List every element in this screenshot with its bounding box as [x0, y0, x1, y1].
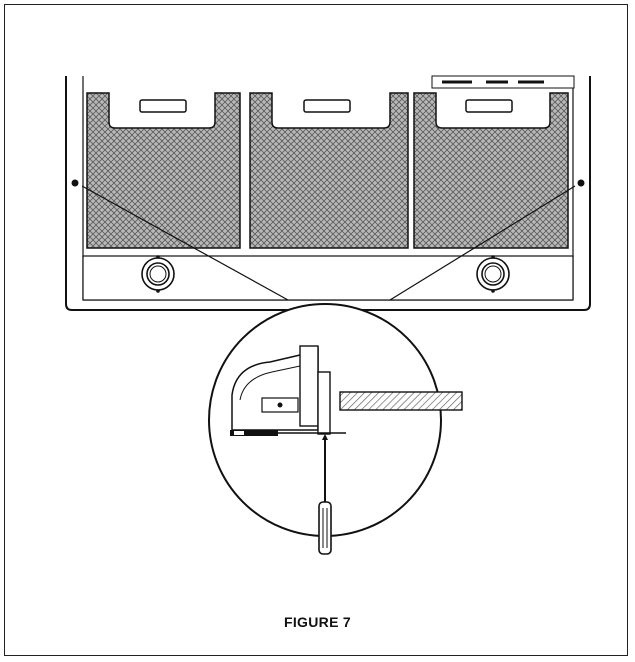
leader-lines: [81, 185, 576, 301]
grease-filter-2: [249, 92, 409, 249]
grease-filter-3: [413, 92, 569, 249]
screw-icon: [71, 179, 79, 187]
knob-icon: [141, 255, 175, 293]
figure-frame: [4, 4, 628, 656]
detail-magnifier: [208, 303, 463, 555]
screw-icon: [577, 179, 585, 187]
grease-filter-1: [86, 92, 241, 249]
knob-icon: [476, 255, 510, 293]
figure-caption: FIGURE 7: [284, 614, 351, 630]
filter-handle-icon: [303, 99, 351, 113]
filter-handle-icon: [465, 99, 513, 113]
screwdriver-icon: [318, 434, 332, 555]
filter-handle-icon: [139, 99, 187, 113]
